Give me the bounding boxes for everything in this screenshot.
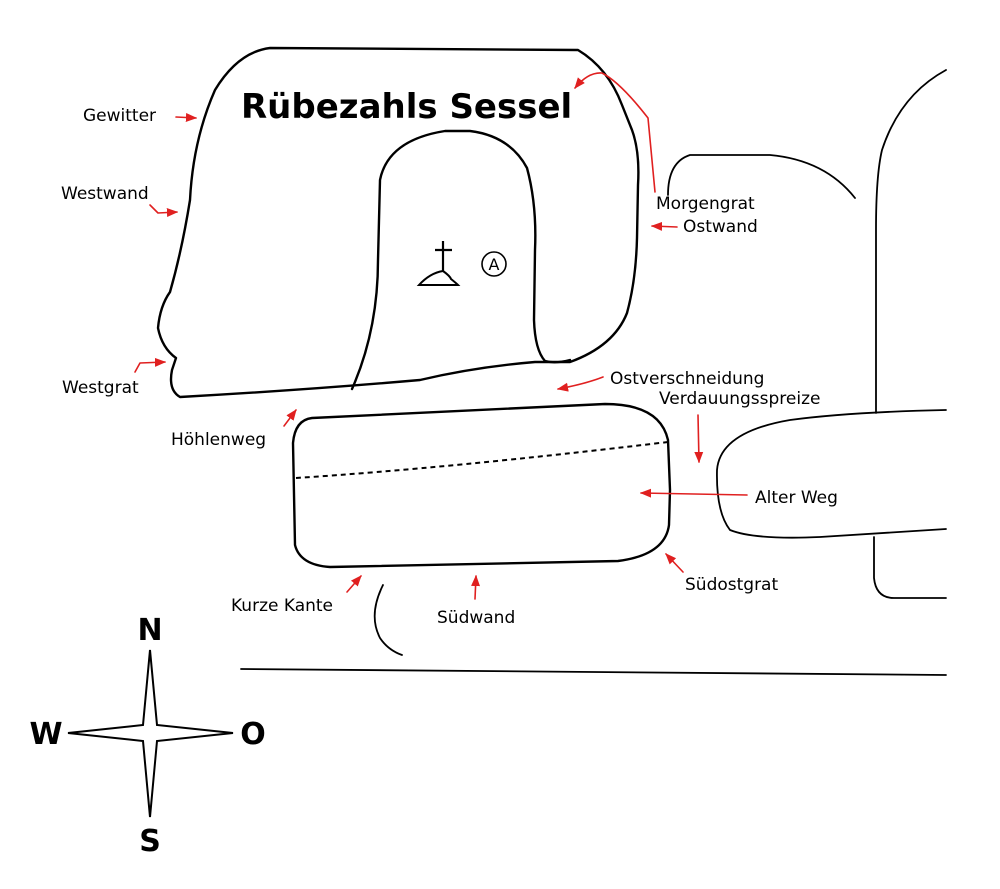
label-suedostgrat: Südostgrat <box>685 575 778 595</box>
arrow-ostwand <box>650 221 678 231</box>
label-morgengrat: Morgengrat <box>656 194 755 214</box>
right-tower-outline <box>875 69 947 414</box>
arrow-hoehlenweg <box>283 409 297 427</box>
small-arc <box>373 584 403 656</box>
compass-north: N <box>137 613 162 648</box>
ground-line <box>240 668 947 676</box>
compass-east: O <box>240 717 266 752</box>
label-alter-weg: Alter Weg <box>755 488 838 508</box>
arrow-alter-weg <box>639 488 748 498</box>
arrow-westgrat <box>134 357 167 373</box>
label-suedwand: Südwand <box>437 608 515 628</box>
compass-south: S <box>139 824 161 859</box>
lower-block-outline <box>291 402 672 569</box>
label-gewitter: Gewitter <box>83 106 156 126</box>
compass-star <box>67 649 234 818</box>
label-hoehlenweg: Höhlenweg <box>171 430 266 450</box>
label-verdauungsspreize: Verdauungsspreize <box>659 389 820 409</box>
arrow-ostverschneidung <box>556 376 604 392</box>
arrow-morgengrat <box>574 72 656 193</box>
arrow-suedostgrat <box>665 553 684 573</box>
arrow-verdauungsspreize <box>694 414 704 464</box>
arrow-kurze-kante <box>346 575 362 593</box>
right-hook-outline <box>667 154 856 199</box>
summit-book-letter: A <box>489 255 500 274</box>
label-ostwand: Ostwand <box>683 217 758 237</box>
arrow-gewitter <box>175 113 198 122</box>
pointer-arrows <box>134 72 748 600</box>
main-rock-outline <box>156 46 640 399</box>
rock-title: Rübezahls Sessel <box>241 87 572 127</box>
arrow-suedwand <box>471 574 481 600</box>
cave-outline <box>350 129 572 391</box>
arrow-westwand <box>149 204 179 218</box>
right-lower-outline <box>873 536 947 599</box>
compass-west: W <box>29 717 62 752</box>
label-westgrat: Westgrat <box>62 378 139 398</box>
label-ostverschneidung: Ostverschneidung <box>610 369 764 389</box>
compass-rose: N S W O <box>29 613 265 859</box>
label-kurze-kante: Kurze Kante <box>231 596 333 616</box>
alter-weg-route <box>295 441 669 479</box>
label-westwand: Westwand <box>61 184 149 204</box>
summit-book-marker: A <box>481 251 507 277</box>
summit-cross-icon <box>416 241 461 286</box>
right-block-outline <box>716 409 947 539</box>
